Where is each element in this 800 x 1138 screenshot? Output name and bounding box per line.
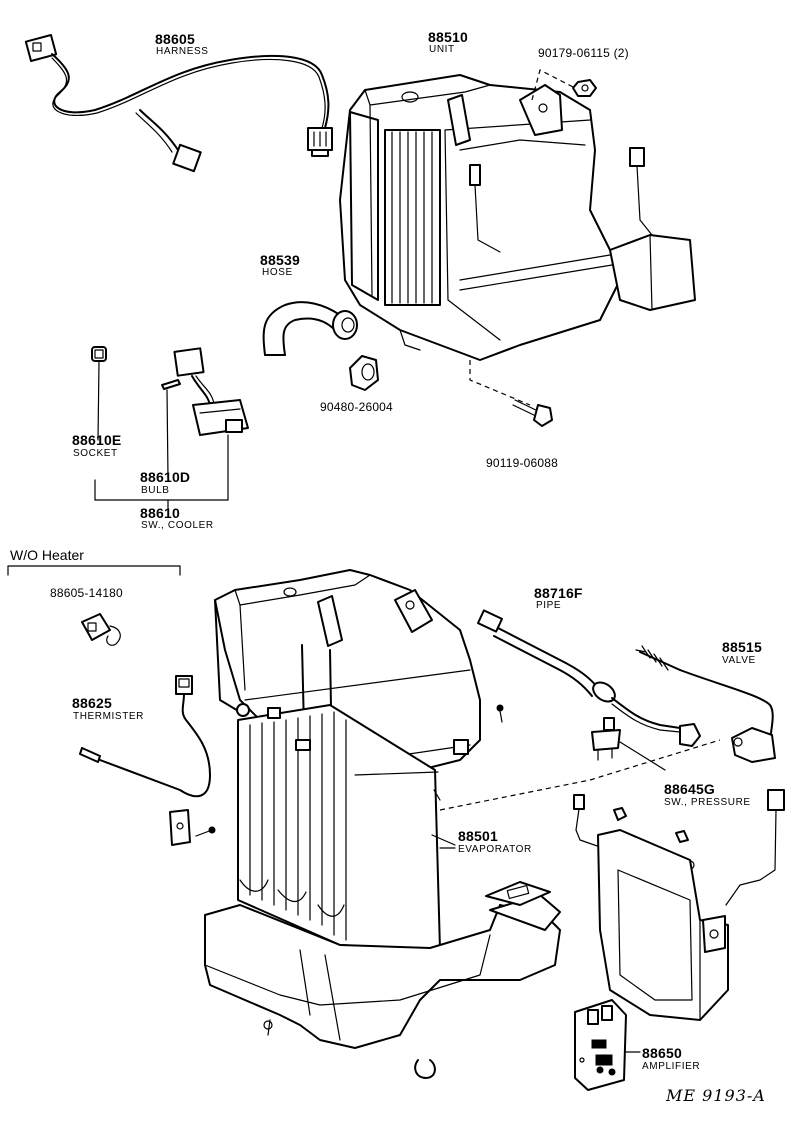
- part-number-88501: 88501: [458, 828, 498, 844]
- part-name-socket: SOCKET: [73, 448, 118, 459]
- harness-88605-drawing: [24, 33, 333, 173]
- part-number-88645g: 88645G: [664, 781, 716, 797]
- wo-heater-bracket: [7, 565, 181, 576]
- part-number-88605: 88605: [155, 31, 195, 47]
- part-number-90179-06115: 90179-06115 (2): [538, 46, 629, 60]
- part-name-evaporator: EVAPORATOR: [458, 844, 532, 855]
- socket-88610e-drawing: [91, 346, 107, 441]
- harness-88605-14180-drawing: [81, 613, 121, 646]
- grommet-90480-drawing: [349, 355, 379, 391]
- part-name-harness: HARNESS: [156, 46, 209, 57]
- clip-drawing: [414, 1059, 436, 1079]
- part-name-unit: UNIT: [429, 44, 455, 55]
- hose-88539-drawing: [262, 301, 358, 356]
- part-number-88716f: 88716F: [534, 585, 583, 601]
- part-number-88510: 88510: [428, 29, 468, 45]
- part-number-88610e: 88610E: [72, 432, 122, 448]
- bulb-88610d-drawing: [161, 379, 181, 479]
- evaporator-pressure-leader: [439, 739, 721, 811]
- valve-88515-drawing: [635, 645, 776, 763]
- part-name-valve: VALVE: [722, 655, 756, 666]
- evaporator-88501-drawing: [214, 569, 481, 951]
- cooler-switch-88610-drawing: [94, 347, 249, 509]
- part-name-thermister: THERMISTER: [73, 711, 144, 722]
- amplifier-bracket-drawing: [573, 789, 785, 1021]
- drawing-reference: ME 9193-A: [666, 1086, 766, 1105]
- part-name-hose: HOSE: [262, 267, 293, 278]
- part-number-88610: 88610: [140, 505, 180, 521]
- section-label-wo-heater: W/O Heater: [10, 547, 84, 563]
- lower-case-drawing: [204, 881, 561, 1049]
- part-number-88605-14180: 88605-14180: [50, 586, 123, 600]
- nut-90179-drawing: [531, 69, 597, 101]
- thermister-88625-drawing: [79, 675, 211, 798]
- amplifier-88650-drawing: [574, 999, 627, 1091]
- part-number-90119-06088: 90119-06088: [486, 456, 559, 470]
- part-name-sw-cooler: SW., COOLER: [141, 520, 214, 531]
- bolt-90119-drawing: [469, 360, 553, 427]
- part-number-88610d: 88610D: [140, 469, 191, 485]
- part-name-amplifier: AMPLIFIER: [642, 1061, 701, 1072]
- part-number-88539: 88539: [260, 252, 300, 268]
- unit-88510-drawing: [339, 74, 696, 361]
- pipe-88716f-drawing: [476, 609, 701, 747]
- part-name-sw-pressure: SW., PRESSURE: [664, 797, 751, 808]
- part-number-90480-26004: 90480-26004: [320, 400, 393, 414]
- pressure-switch-88645g-drawing: [591, 717, 666, 771]
- thermister-bracket-drawing: [169, 809, 216, 846]
- part-number-88650: 88650: [642, 1045, 682, 1061]
- part-number-88515: 88515: [722, 639, 762, 655]
- part-name-bulb: BULB: [141, 485, 170, 496]
- part-number-88625: 88625: [72, 695, 112, 711]
- part-name-pipe: PIPE: [536, 600, 562, 611]
- screw-drawing: [496, 704, 504, 723]
